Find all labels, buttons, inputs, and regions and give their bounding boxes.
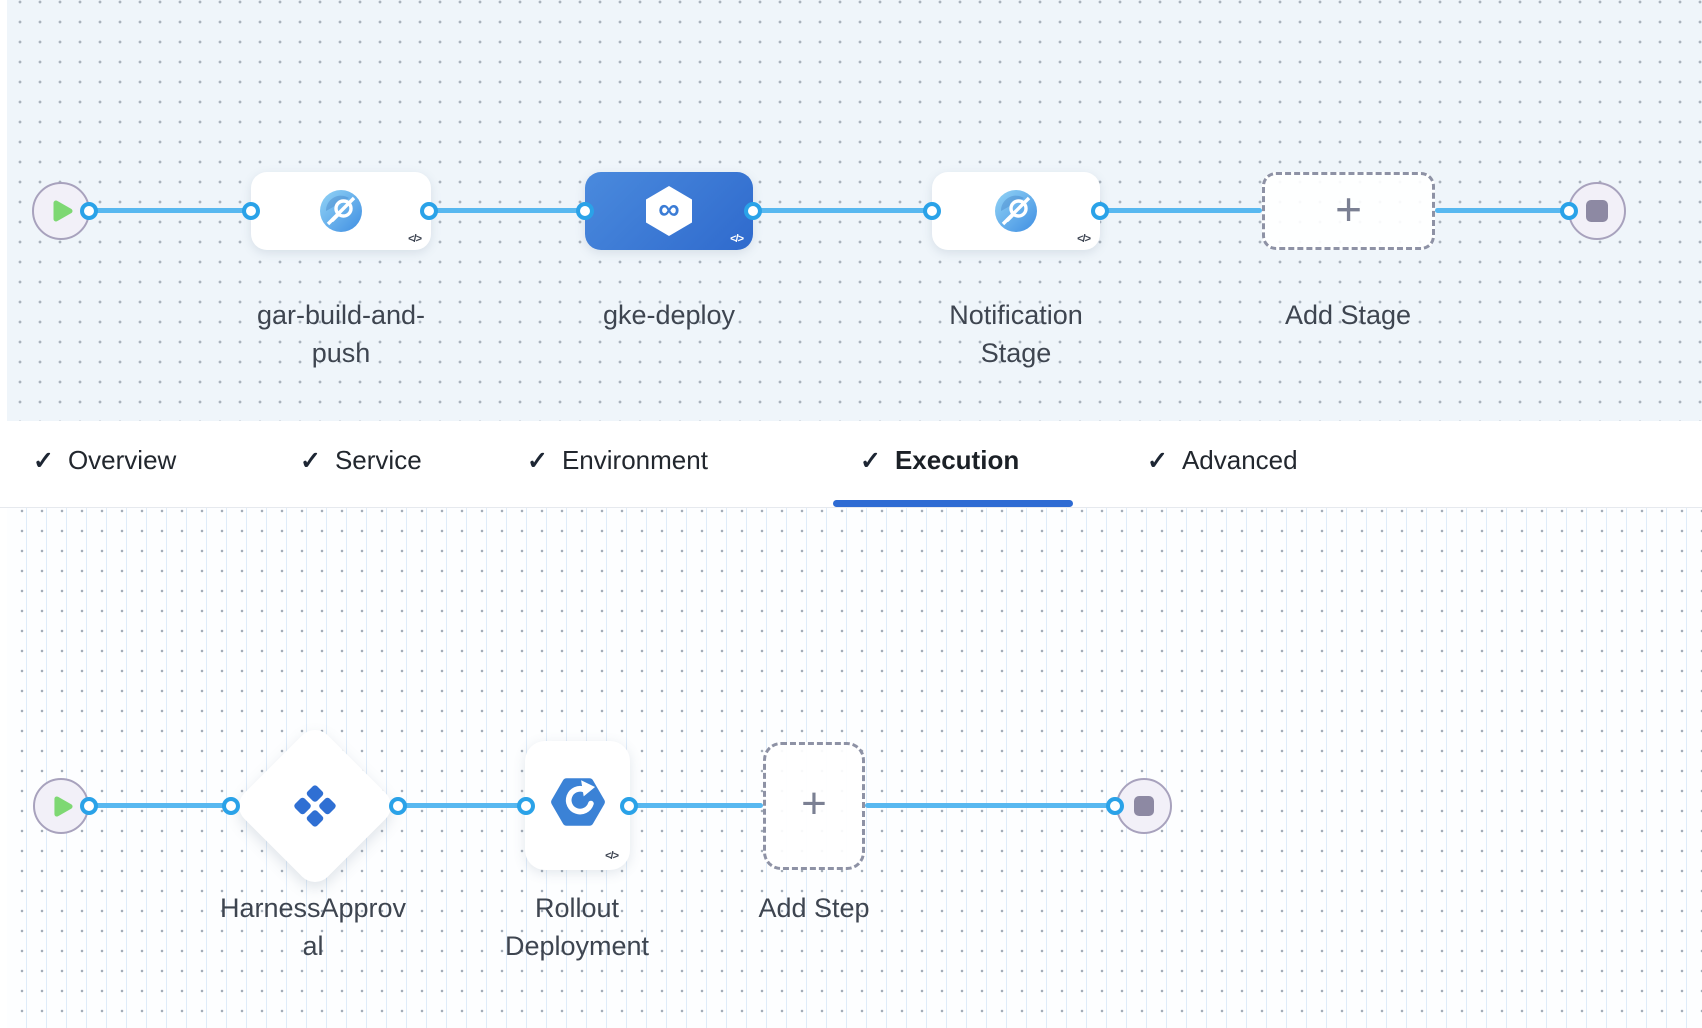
- stage-canvas[interactable]: </> ∞ </> </: [0, 0, 1702, 421]
- add-step-button[interactable]: +: [763, 742, 865, 870]
- connector-line: [1435, 208, 1569, 213]
- connector-port[interactable]: [923, 202, 941, 220]
- execution-start-node: [33, 778, 89, 834]
- connector-port[interactable]: [222, 797, 240, 815]
- gke-rollout-icon: [547, 775, 609, 829]
- active-tab-underline: [833, 500, 1073, 507]
- add-stage-button[interactable]: +: [1262, 172, 1435, 250]
- cd-hexagon-infinity-icon: ∞: [646, 186, 692, 236]
- stage-card-gke-deploy[interactable]: ∞ </>: [585, 172, 753, 250]
- tab-overview[interactable]: ✓ Overview: [33, 445, 177, 475]
- stage-label: Notification Stage: [949, 300, 1083, 368]
- check-icon: ✓: [300, 446, 321, 475]
- connector-port[interactable]: [389, 797, 407, 815]
- tab-environment[interactable]: ✓ Environment: [527, 445, 708, 475]
- check-icon: ✓: [860, 446, 881, 475]
- check-icon: ✓: [33, 446, 54, 475]
- yaml-badge-icon: </>: [408, 233, 422, 245]
- connector-port[interactable]: [744, 202, 762, 220]
- plus-icon: +: [1335, 183, 1362, 235]
- artifact-registry-icon: [319, 189, 363, 233]
- stop-icon: [1586, 200, 1608, 222]
- connector-port[interactable]: [517, 797, 535, 815]
- plus-icon: +: [801, 779, 827, 828]
- artifact-registry-icon: [994, 189, 1038, 233]
- connector-port[interactable]: [1106, 797, 1124, 815]
- play-icon: [53, 795, 74, 818]
- connector-port[interactable]: [1560, 202, 1578, 220]
- yaml-badge-icon: </>: [730, 233, 744, 245]
- tab-service[interactable]: ✓ Service: [300, 445, 422, 475]
- connector-port[interactable]: [1091, 202, 1109, 220]
- play-icon: [52, 199, 74, 223]
- step-label: Rollout Deployment: [504, 893, 650, 961]
- step-card-rollout-deployment[interactable]: </>: [525, 741, 630, 870]
- yaml-badge-icon: </>: [605, 850, 619, 862]
- stage-label: gke-deploy: [602, 300, 736, 330]
- connector-line: [89, 208, 251, 213]
- add-stage-label: Add Stage: [1284, 300, 1412, 330]
- connector-port[interactable]: [80, 797, 98, 815]
- connector-port[interactable]: [420, 202, 438, 220]
- connector-line: [398, 803, 526, 808]
- connector-line: [429, 208, 585, 213]
- check-icon: ✓: [1147, 446, 1168, 475]
- stage-card-gar-build-and-push[interactable]: </>: [251, 172, 431, 250]
- connector-port[interactable]: [80, 202, 98, 220]
- connector-line: [629, 803, 763, 808]
- connector-port[interactable]: [242, 202, 260, 220]
- check-icon: ✓: [527, 446, 548, 475]
- execution-end-node: [1116, 778, 1172, 834]
- step-label: HarnessApproval: [219, 893, 407, 961]
- connector-line: [865, 803, 1115, 808]
- canvas-left-edge: [0, 0, 7, 1028]
- stage-label: gar-build-and-push: [256, 300, 426, 368]
- add-step-label: Add Step: [758, 893, 870, 923]
- connector-port[interactable]: [576, 202, 594, 220]
- stage-config-tabbar: ✓ Overview ✓ Service ✓ Environment ✓ Exe…: [0, 421, 1702, 508]
- tab-advanced[interactable]: ✓ Advanced: [1147, 445, 1298, 475]
- tab-execution[interactable]: ✓ Execution: [860, 445, 1020, 475]
- connector-line: [1100, 208, 1262, 213]
- connector-line: [753, 208, 932, 213]
- approval-diamonds-icon: [256, 747, 374, 865]
- yaml-badge-icon: </>: [1077, 233, 1091, 245]
- stage-card-notification-stage[interactable]: </>: [932, 172, 1100, 250]
- connector-port[interactable]: [620, 797, 638, 815]
- connector-line: [89, 803, 231, 808]
- stop-icon: [1134, 796, 1154, 816]
